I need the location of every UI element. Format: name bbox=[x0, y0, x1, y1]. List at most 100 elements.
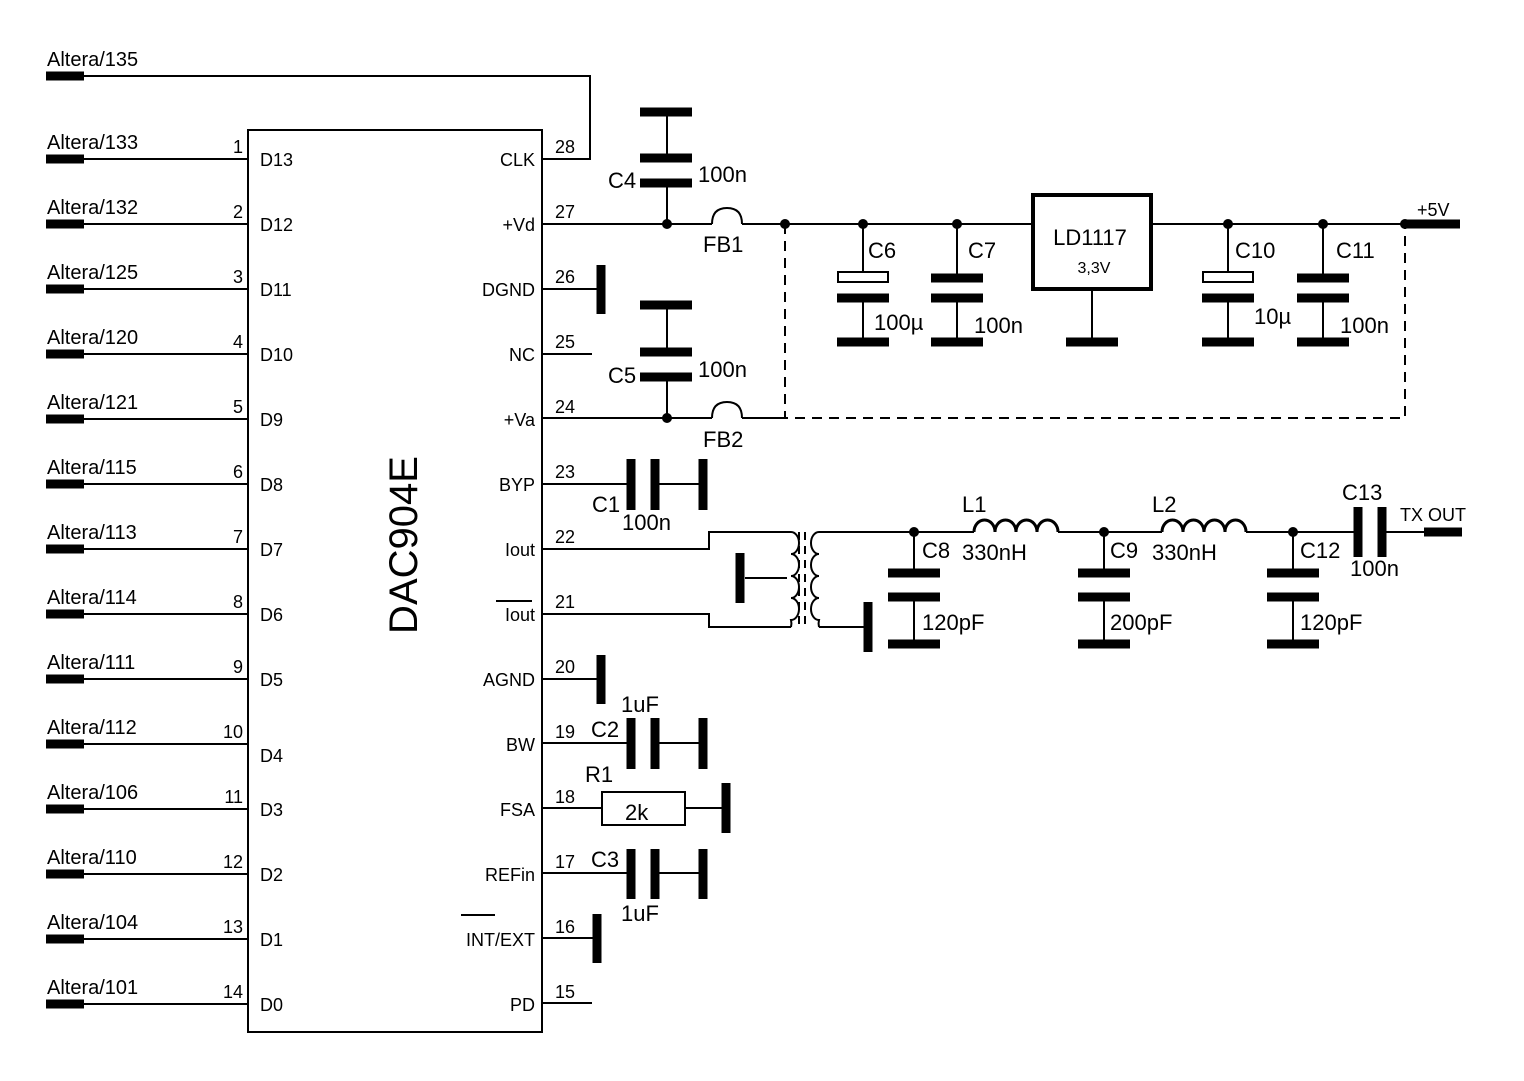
left-pin-name: D1 bbox=[260, 930, 283, 950]
c7-value: 100n bbox=[974, 313, 1023, 338]
left-pin-net-label: Altera/120 bbox=[47, 327, 138, 349]
right-pin-number: 21 bbox=[555, 592, 575, 612]
left-pin-name: D11 bbox=[260, 280, 292, 300]
left-pins: 1D13Altera/1332D12Altera/1323D11Altera/1… bbox=[46, 132, 293, 1015]
right-pin-24: +Va 24 bbox=[504, 397, 575, 430]
right-pin-number: 15 bbox=[555, 982, 575, 1002]
dashed-supply-link bbox=[784, 224, 1406, 419]
c4-ref: C4 bbox=[608, 168, 636, 193]
right-pin-number: 22 bbox=[555, 527, 575, 547]
left-pin-name: D7 bbox=[260, 540, 283, 560]
right-pin-number: 19 bbox=[555, 722, 575, 742]
c1-capacitor: C1 100n bbox=[542, 459, 708, 535]
right-pin-number: 25 bbox=[555, 332, 575, 352]
right-pin-number: 18 bbox=[555, 787, 575, 807]
r1-resistor: R1 2k bbox=[542, 762, 731, 833]
right-pin-name: CLK bbox=[500, 150, 535, 170]
right-pin-name: +Va bbox=[504, 410, 536, 430]
left-pin-number: 5 bbox=[233, 397, 243, 417]
c8-capacitor: C8 120pF bbox=[888, 527, 984, 649]
c10-ref: C10 bbox=[1235, 238, 1275, 263]
c3-value: 1uF bbox=[621, 901, 659, 926]
c11-value: 100n bbox=[1340, 313, 1389, 338]
right-pin-number: 17 bbox=[555, 852, 575, 872]
supply-5v-label: +5V bbox=[1417, 200, 1450, 220]
left-pin-name: D10 bbox=[260, 345, 293, 365]
left-pin-name: D9 bbox=[260, 410, 283, 430]
left-pin-net-label: Altera/110 bbox=[47, 847, 137, 869]
regulator-voltage: 3,3V bbox=[1078, 260, 1111, 277]
right-pin-22: Iout 22 bbox=[505, 527, 575, 560]
left-pin-net-label: Altera/132 bbox=[47, 197, 138, 219]
right-pin-number: 28 bbox=[555, 137, 575, 157]
left-pin-net-label: Altera/112 bbox=[47, 717, 137, 739]
regulator-name: LD1117 bbox=[1053, 225, 1127, 250]
left-pin-net-label: Altera/101 bbox=[47, 977, 138, 999]
c11-ref: C11 bbox=[1336, 238, 1375, 263]
c6-ref: C6 bbox=[868, 238, 896, 263]
right-pin-18: FSA 18 bbox=[500, 787, 575, 820]
left-pin-number: 13 bbox=[223, 917, 243, 937]
c13-value: 100n bbox=[1350, 556, 1399, 581]
c5-capacitor: C5 100n bbox=[608, 300, 747, 418]
r1-value: 2k bbox=[625, 800, 649, 825]
c10-value: 10µ bbox=[1254, 304, 1291, 329]
clock-net-label: Altera/135 bbox=[47, 49, 138, 71]
left-pin-net-label: Altera/121 bbox=[47, 392, 138, 414]
left-pin-number: 8 bbox=[233, 592, 243, 612]
left-pin-net-label: Altera/115 bbox=[47, 457, 137, 479]
left-pin-number: 14 bbox=[223, 982, 243, 1002]
right-pin-name: FSA bbox=[500, 800, 535, 820]
right-pin-name: Iout bbox=[505, 540, 535, 560]
c4-capacitor: C4 100n bbox=[608, 107, 747, 224]
c12-capacitor: C12 120pF bbox=[1267, 527, 1362, 649]
left-pin-net-label: Altera/111 bbox=[47, 652, 135, 674]
right-pins: CLK28+Vd27DGND26NC25+Va24BYP23Iout22Iout… bbox=[461, 137, 575, 1015]
c5-ref: C5 bbox=[608, 363, 636, 388]
vd-rail: FB1 bbox=[542, 206, 1032, 257]
left-pin-name: D13 bbox=[260, 150, 293, 170]
right-pin-name: BYP bbox=[499, 475, 535, 495]
l2-value: 330nH bbox=[1152, 540, 1217, 565]
c10-capacitor: C10 10µ bbox=[1202, 224, 1291, 347]
c6-value: 100µ bbox=[874, 310, 924, 335]
right-pin-21: Iout 21 bbox=[496, 592, 575, 625]
fb2-label: FB2 bbox=[703, 427, 743, 452]
c9-capacitor: C9 200pF bbox=[1078, 527, 1172, 649]
left-pin-number: 1 bbox=[233, 137, 243, 157]
c2-value: 1uF bbox=[621, 692, 659, 717]
dac-chip-name: DAC904E bbox=[382, 456, 426, 634]
left-pin-net-label: Altera/113 bbox=[47, 522, 137, 544]
c3-capacitor: C3 1uF bbox=[542, 847, 708, 926]
left-pin-name: D3 bbox=[260, 800, 283, 820]
ld1117-regulator: LD1117 3,3V +5V bbox=[1031, 193, 1460, 347]
left-pin-net-label: Altera/114 bbox=[47, 587, 137, 609]
right-pin-name: DGND bbox=[482, 280, 535, 300]
left-pin-number: 12 bbox=[223, 852, 243, 872]
dac-chip-body bbox=[247, 129, 543, 1033]
l2-ref: L2 bbox=[1152, 492, 1176, 517]
left-pin-net-label: Altera/104 bbox=[47, 912, 138, 934]
right-pin-name: Iout bbox=[505, 605, 535, 625]
tx-out-label: TX OUT bbox=[1400, 505, 1466, 525]
fb1-label: FB1 bbox=[703, 232, 743, 257]
c12-value: 120pF bbox=[1300, 610, 1362, 635]
left-pin-number: 6 bbox=[233, 462, 243, 482]
right-pin-number: 24 bbox=[555, 397, 575, 417]
right-pin-28: CLK 28 bbox=[500, 137, 575, 170]
c4-value: 100n bbox=[698, 162, 747, 187]
left-pin-number: 11 bbox=[224, 787, 243, 807]
left-pin-number: 2 bbox=[233, 202, 243, 222]
l1-ref: L1 bbox=[962, 492, 986, 517]
right-pin-number: 27 bbox=[555, 202, 575, 222]
